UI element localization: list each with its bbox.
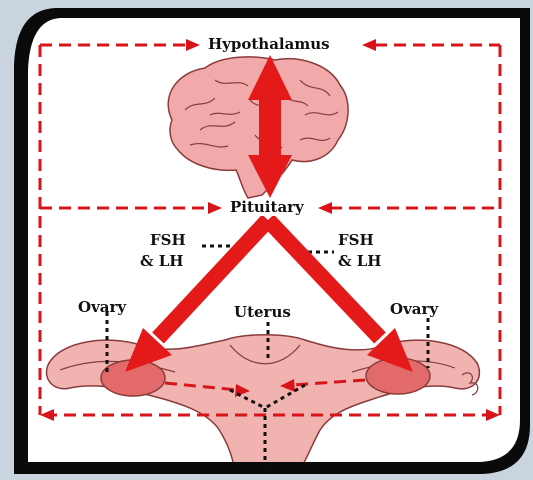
pituitary-label: Pituitary: [228, 199, 306, 216]
hypothalamus-label: Hypothalamus: [206, 36, 332, 53]
lh-label-left: & LH: [140, 254, 183, 269]
uterus-label: Uterus: [234, 305, 291, 320]
lh-label-right: & LH: [338, 254, 381, 269]
fsh-label-right: FSH: [338, 233, 374, 248]
ovary-label-right: Ovary: [390, 302, 438, 317]
fsh-label-left: FSH: [150, 233, 186, 248]
ovary-label-left: Ovary: [78, 300, 126, 315]
